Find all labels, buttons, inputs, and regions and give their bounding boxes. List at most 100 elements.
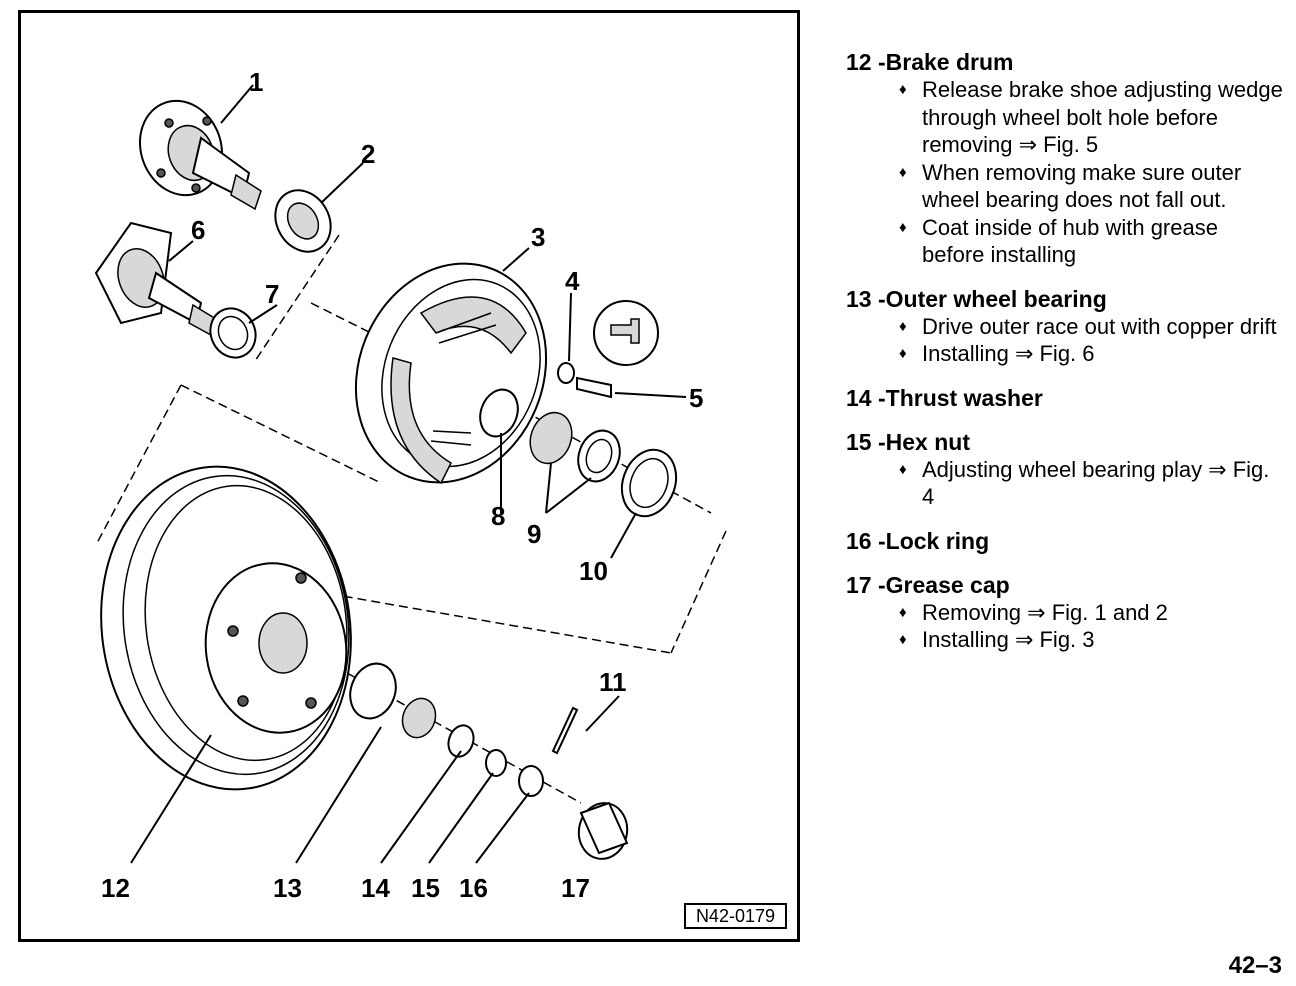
leader-line bbox=[585, 695, 620, 732]
alignment-line bbox=[670, 530, 727, 654]
legend-item-title: 17 -Grease cap bbox=[846, 571, 1286, 599]
legend-item: 14 -Thrust washer bbox=[846, 384, 1286, 412]
legend-item-title: 15 -Hex nut bbox=[846, 428, 1286, 456]
leader-line bbox=[428, 772, 494, 864]
leader-line bbox=[568, 292, 572, 362]
stub-axle-lower bbox=[94, 221, 217, 337]
legend-item-label: -Brake drum bbox=[877, 49, 1014, 75]
stub-axle-upper bbox=[138, 99, 262, 211]
hex-nut-part bbox=[485, 749, 507, 777]
exploded-view-drawing: 1 2 3 4 5 6 7 8 9 10 11 12 13 14 15 16 1… bbox=[94, 67, 727, 903]
legend-item-number: 16 bbox=[846, 527, 872, 554]
legend-item-label: -Grease cap bbox=[877, 571, 1010, 598]
bullet-diamond-icon: ♦ bbox=[899, 317, 907, 335]
callout-3: 3 bbox=[531, 222, 545, 252]
bullet-diamond-icon: ♦ bbox=[899, 81, 907, 98]
legend-bullet: ♦ Drive outer race out with copper drift bbox=[846, 313, 1286, 341]
thrust-washer-part bbox=[447, 724, 475, 758]
bullet-diamond-icon: ♦ bbox=[899, 603, 907, 621]
callout-10: 10 bbox=[579, 556, 608, 586]
legend-bullet-text: Adjusting wheel bearing play ⇒ Fig. 4 bbox=[922, 456, 1270, 510]
bullet-diamond-icon: ♦ bbox=[899, 631, 907, 648]
legend-item: 13 -Outer wheel bearing ♦ Drive outer race… bbox=[846, 285, 1286, 368]
washer-part bbox=[209, 307, 257, 359]
callout-9: 9 bbox=[527, 519, 541, 549]
grease-cap-part bbox=[577, 801, 629, 860]
leader-line bbox=[295, 726, 382, 864]
legend-bullet: ♦ Release brake shoe adjusting wedge thro… bbox=[846, 76, 1286, 159]
legend-item-number: 13 bbox=[846, 285, 872, 312]
callout-17: 17 bbox=[561, 873, 590, 903]
callout-4: 4 bbox=[565, 266, 580, 296]
leader-line bbox=[502, 247, 530, 272]
leader-line bbox=[545, 462, 592, 514]
legend-bullet: ♦ Coat inside of hub with grease before i… bbox=[846, 214, 1286, 269]
leader-line bbox=[475, 792, 530, 864]
legend-bullet-text: When removing make sure outer wheel bear… bbox=[922, 159, 1242, 213]
legend-item: 12 -Brake drum ♦ Release brake shoe adjust… bbox=[846, 48, 1286, 269]
cotter-pin-part bbox=[551, 706, 579, 755]
callout-1: 1 bbox=[249, 67, 263, 97]
legend-bullet: ♦ Removing ⇒ Fig. 1 and 2 bbox=[846, 599, 1286, 627]
leader-line bbox=[248, 304, 278, 324]
legend-item-number: 14 bbox=[846, 384, 872, 411]
legend-item-label: -Hex nut bbox=[877, 428, 970, 455]
inner-bearing-part bbox=[529, 411, 621, 483]
callout-11: 11 bbox=[599, 667, 627, 697]
leader-line bbox=[380, 750, 462, 864]
bullet-diamond-icon: ♦ bbox=[899, 163, 907, 181]
leader-line bbox=[220, 84, 254, 124]
legend-bullet-text: Installing ⇒ Fig. 3 bbox=[922, 627, 1095, 652]
legend-item-title: 14 -Thrust washer bbox=[846, 384, 1286, 412]
legend-bullet: ♦ Installing ⇒ Fig. 3 bbox=[846, 626, 1286, 654]
callout-12: 12 bbox=[101, 873, 130, 903]
legend-item-label: -Lock ring bbox=[877, 527, 990, 554]
legend-item-label: -Thrust washer bbox=[877, 384, 1043, 411]
legend-item-title: 16 -Lock ring bbox=[846, 527, 1286, 555]
legend-item-number: 12 bbox=[846, 49, 872, 75]
legend-bullet-text: Installing ⇒ Fig. 6 bbox=[922, 341, 1095, 366]
outer-bearing-race-part bbox=[349, 662, 397, 720]
alignment-line bbox=[254, 234, 340, 362]
alignment-line bbox=[180, 384, 382, 484]
callout-5: 5 bbox=[689, 383, 703, 413]
callout-14: 14 bbox=[361, 873, 390, 903]
outer-bearing-part bbox=[401, 697, 437, 739]
callout-6: 6 bbox=[191, 215, 205, 245]
legend-bullet: ♦ Installing ⇒ Fig. 6 bbox=[846, 340, 1286, 368]
bolt-part bbox=[557, 300, 659, 399]
brake-backplate-assembly bbox=[354, 262, 548, 485]
callout-2: 2 bbox=[361, 139, 375, 169]
legend-item: 16 -Lock ring bbox=[846, 527, 1286, 555]
seal-part bbox=[274, 189, 332, 253]
legend-item-title: 12 -Brake drum bbox=[846, 48, 1286, 76]
legend-bullet-text: Removing ⇒ Fig. 1 and 2 bbox=[922, 599, 1168, 625]
legend-bullet: ♦Adjusting wheel bearing play ⇒ Fig. 4 bbox=[846, 456, 1286, 511]
legend-item-title: 13 -Outer wheel bearing bbox=[846, 285, 1286, 313]
legend-bullet-text: Release brake shoe adjusting wedge throu… bbox=[922, 77, 1283, 157]
leader-line bbox=[168, 240, 194, 262]
legend-bullet: ♦ When removing make sure outer wheel bea… bbox=[846, 159, 1286, 214]
figure-reference-code: N42-0179 bbox=[683, 903, 787, 929]
exploded-view-figure: 1 2 3 4 5 6 7 8 9 10 11 12 13 14 15 16 1… bbox=[18, 10, 800, 942]
callout-7: 7 bbox=[265, 279, 279, 309]
legend-item: 17 -Grease cap ♦ Removing ⇒ Fig. 1 and 2 ♦ I… bbox=[846, 571, 1286, 654]
alignment-line bbox=[95, 384, 182, 546]
callout-13: 13 bbox=[273, 873, 302, 903]
brake-drum-part bbox=[100, 465, 352, 791]
legend-bullet-text: Drive outer race out with copper drift bbox=[922, 313, 1277, 339]
leader-line bbox=[320, 162, 364, 204]
callout-16: 16 bbox=[459, 873, 488, 903]
leader-line bbox=[130, 734, 212, 864]
legend-item: 15 -Hex nut♦Adjusting wheel bearing play… bbox=[846, 428, 1286, 511]
legend-item-label: -Outer wheel bearing bbox=[877, 285, 1107, 312]
bullet-diamond-icon: ♦ bbox=[899, 345, 907, 362]
callout-8: 8 bbox=[491, 501, 505, 531]
parts-legend: 12 -Brake drum ♦ Release brake shoe adjust… bbox=[846, 48, 1286, 670]
leader-line bbox=[614, 392, 687, 398]
legend-bullet-text: Coat inside of hub with grease before in… bbox=[922, 214, 1218, 268]
bullet-diamond-icon: ♦ bbox=[899, 218, 907, 236]
lock-ring-part bbox=[518, 765, 544, 797]
page-number: 42–3 bbox=[1228, 952, 1282, 979]
legend-item-number: 15 bbox=[846, 428, 872, 455]
